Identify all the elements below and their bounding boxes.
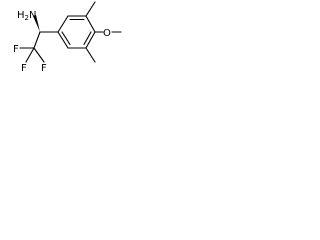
ring-bond-6 <box>57 31 69 49</box>
bond-methyl-top <box>85 1 96 17</box>
bond-methyl-bottom <box>85 47 96 63</box>
molecule-drawing: H2N F F F O <box>13 1 122 74</box>
bond-c-cf3 <box>33 31 41 49</box>
ring-bond-1 <box>57 15 69 33</box>
amine-label: H2N <box>17 10 36 22</box>
oxygen-label: O <box>103 28 111 39</box>
bond-cf3-f3 <box>33 47 45 63</box>
fluorine-3-label: F <box>41 63 47 74</box>
fluorine-1-label: F <box>13 44 19 55</box>
fluorine-2-label: F <box>21 63 27 74</box>
ring-bond-4 <box>85 31 96 49</box>
ring-double-2 <box>83 31 92 46</box>
amine-n: N <box>29 10 36 21</box>
amine-h: H <box>17 10 25 21</box>
wedge-bond-amine <box>33 15 40 32</box>
amine-sub: 2 <box>25 14 29 22</box>
ring-double-3 <box>61 31 71 46</box>
bond-cf3-f2 <box>25 47 35 63</box>
structure-diagram: H2N F F F O <box>0 0 123 77</box>
ring-bond-3 <box>85 15 96 33</box>
